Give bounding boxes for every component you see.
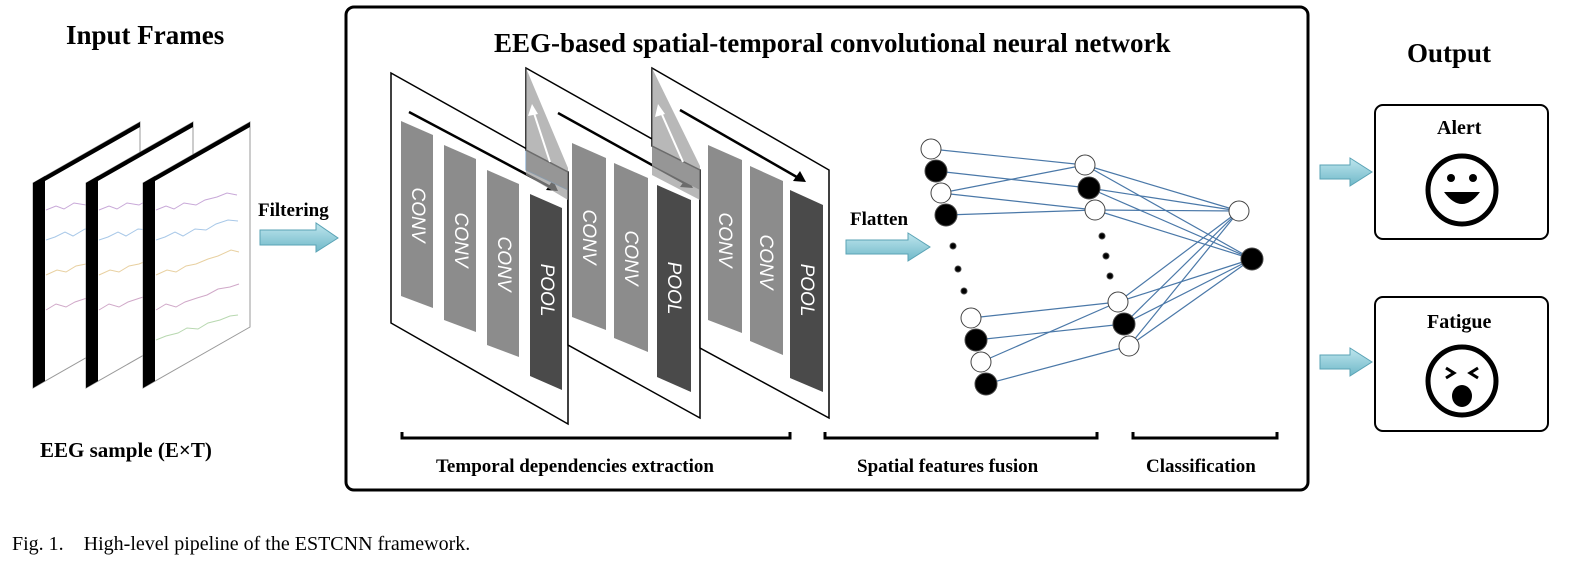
neuron: [920, 138, 942, 160]
layer-label: CONV: [620, 231, 641, 288]
neuron: [1112, 312, 1136, 336]
stage-label-spatial: Spatial features fusion: [857, 456, 1039, 477]
bracket-classification: [1131, 432, 1279, 440]
conv-layer-3a: [708, 145, 742, 333]
conv-layer-1b: [444, 145, 476, 332]
neuron: [930, 182, 952, 204]
fatigue-box: [1374, 296, 1549, 432]
filtering-arrow: [259, 222, 339, 253]
output-arrow-fatigue: [1319, 347, 1373, 377]
conv-layer-1c: [487, 170, 519, 357]
bracket-temporal: [400, 432, 792, 440]
neuron: [934, 203, 958, 227]
eeg-frames: [32, 121, 251, 389]
output-neuron: [1228, 200, 1250, 222]
neuron: [970, 351, 992, 373]
stage-label-temporal: Temporal dependencies extraction: [436, 456, 714, 477]
layer-label: CONV: [755, 235, 776, 292]
layer-labels: CONV CONV CONV POOL CONV CONV POOL CONV …: [407, 188, 817, 317]
output-title: Output: [1407, 38, 1492, 68]
pool-layer-1: [530, 194, 562, 390]
neuron: [1084, 199, 1106, 221]
layer-label: POOL: [663, 262, 684, 315]
bracket-spatial: [823, 432, 1099, 440]
smiling-face-icon: [1425, 153, 1499, 227]
neuron: [964, 328, 988, 352]
stage-label-classification: Classification: [1146, 456, 1256, 477]
eeg-frame-3: [142, 121, 251, 389]
pool-layer-2: [657, 185, 691, 392]
figure-caption: Fig. 1. High-level pipeline of the ESTCN…: [12, 533, 471, 555]
filtering-label: Filtering: [258, 200, 329, 221]
neuron: [924, 159, 948, 183]
flatten-label: Flatten: [850, 209, 909, 230]
conv-block-1: [390, 71, 569, 426]
conv-layer-2b: [614, 163, 648, 352]
alert-box: [1374, 104, 1549, 240]
neuron: [1074, 154, 1096, 176]
layer-label: CONV: [407, 188, 428, 245]
alert-label: Alert: [1437, 117, 1482, 139]
conv-block-3: [651, 66, 830, 420]
layer-label: CONV: [450, 213, 471, 270]
network-panel: [344, 5, 1310, 492]
tired-face-icon: [1425, 344, 1499, 418]
pool-layer-3: [790, 190, 823, 392]
layer-label: POOL: [536, 264, 557, 317]
flatten-arrow: [845, 232, 931, 262]
neuron: [1077, 176, 1101, 200]
output-arrow-alert: [1319, 157, 1373, 187]
neuron: [960, 307, 982, 329]
layer-label: POOL: [796, 264, 817, 317]
layer-label: CONV: [714, 213, 735, 270]
fatigue-label: Fatigue: [1427, 311, 1492, 333]
stage-brackets: [400, 432, 1279, 440]
network-title: EEG-based spatial-temporal convolutional…: [494, 28, 1171, 58]
neuron: [974, 372, 998, 396]
conv-layer-3b: [750, 166, 783, 355]
output-neuron: [1240, 247, 1264, 271]
input-frames-title: Input Frames: [66, 20, 225, 50]
conv-layer-1a: [401, 121, 433, 308]
layer-label: CONV: [493, 237, 514, 294]
neuron: [1118, 335, 1140, 357]
neuron: [1107, 291, 1129, 313]
layer-label: CONV: [578, 210, 599, 267]
eeg-sample-label: EEG sample (E×T): [40, 438, 212, 462]
conv-layer-2a: [572, 143, 606, 330]
fc-neurons: [920, 138, 1264, 396]
fc-connections: [930, 148, 1253, 385]
